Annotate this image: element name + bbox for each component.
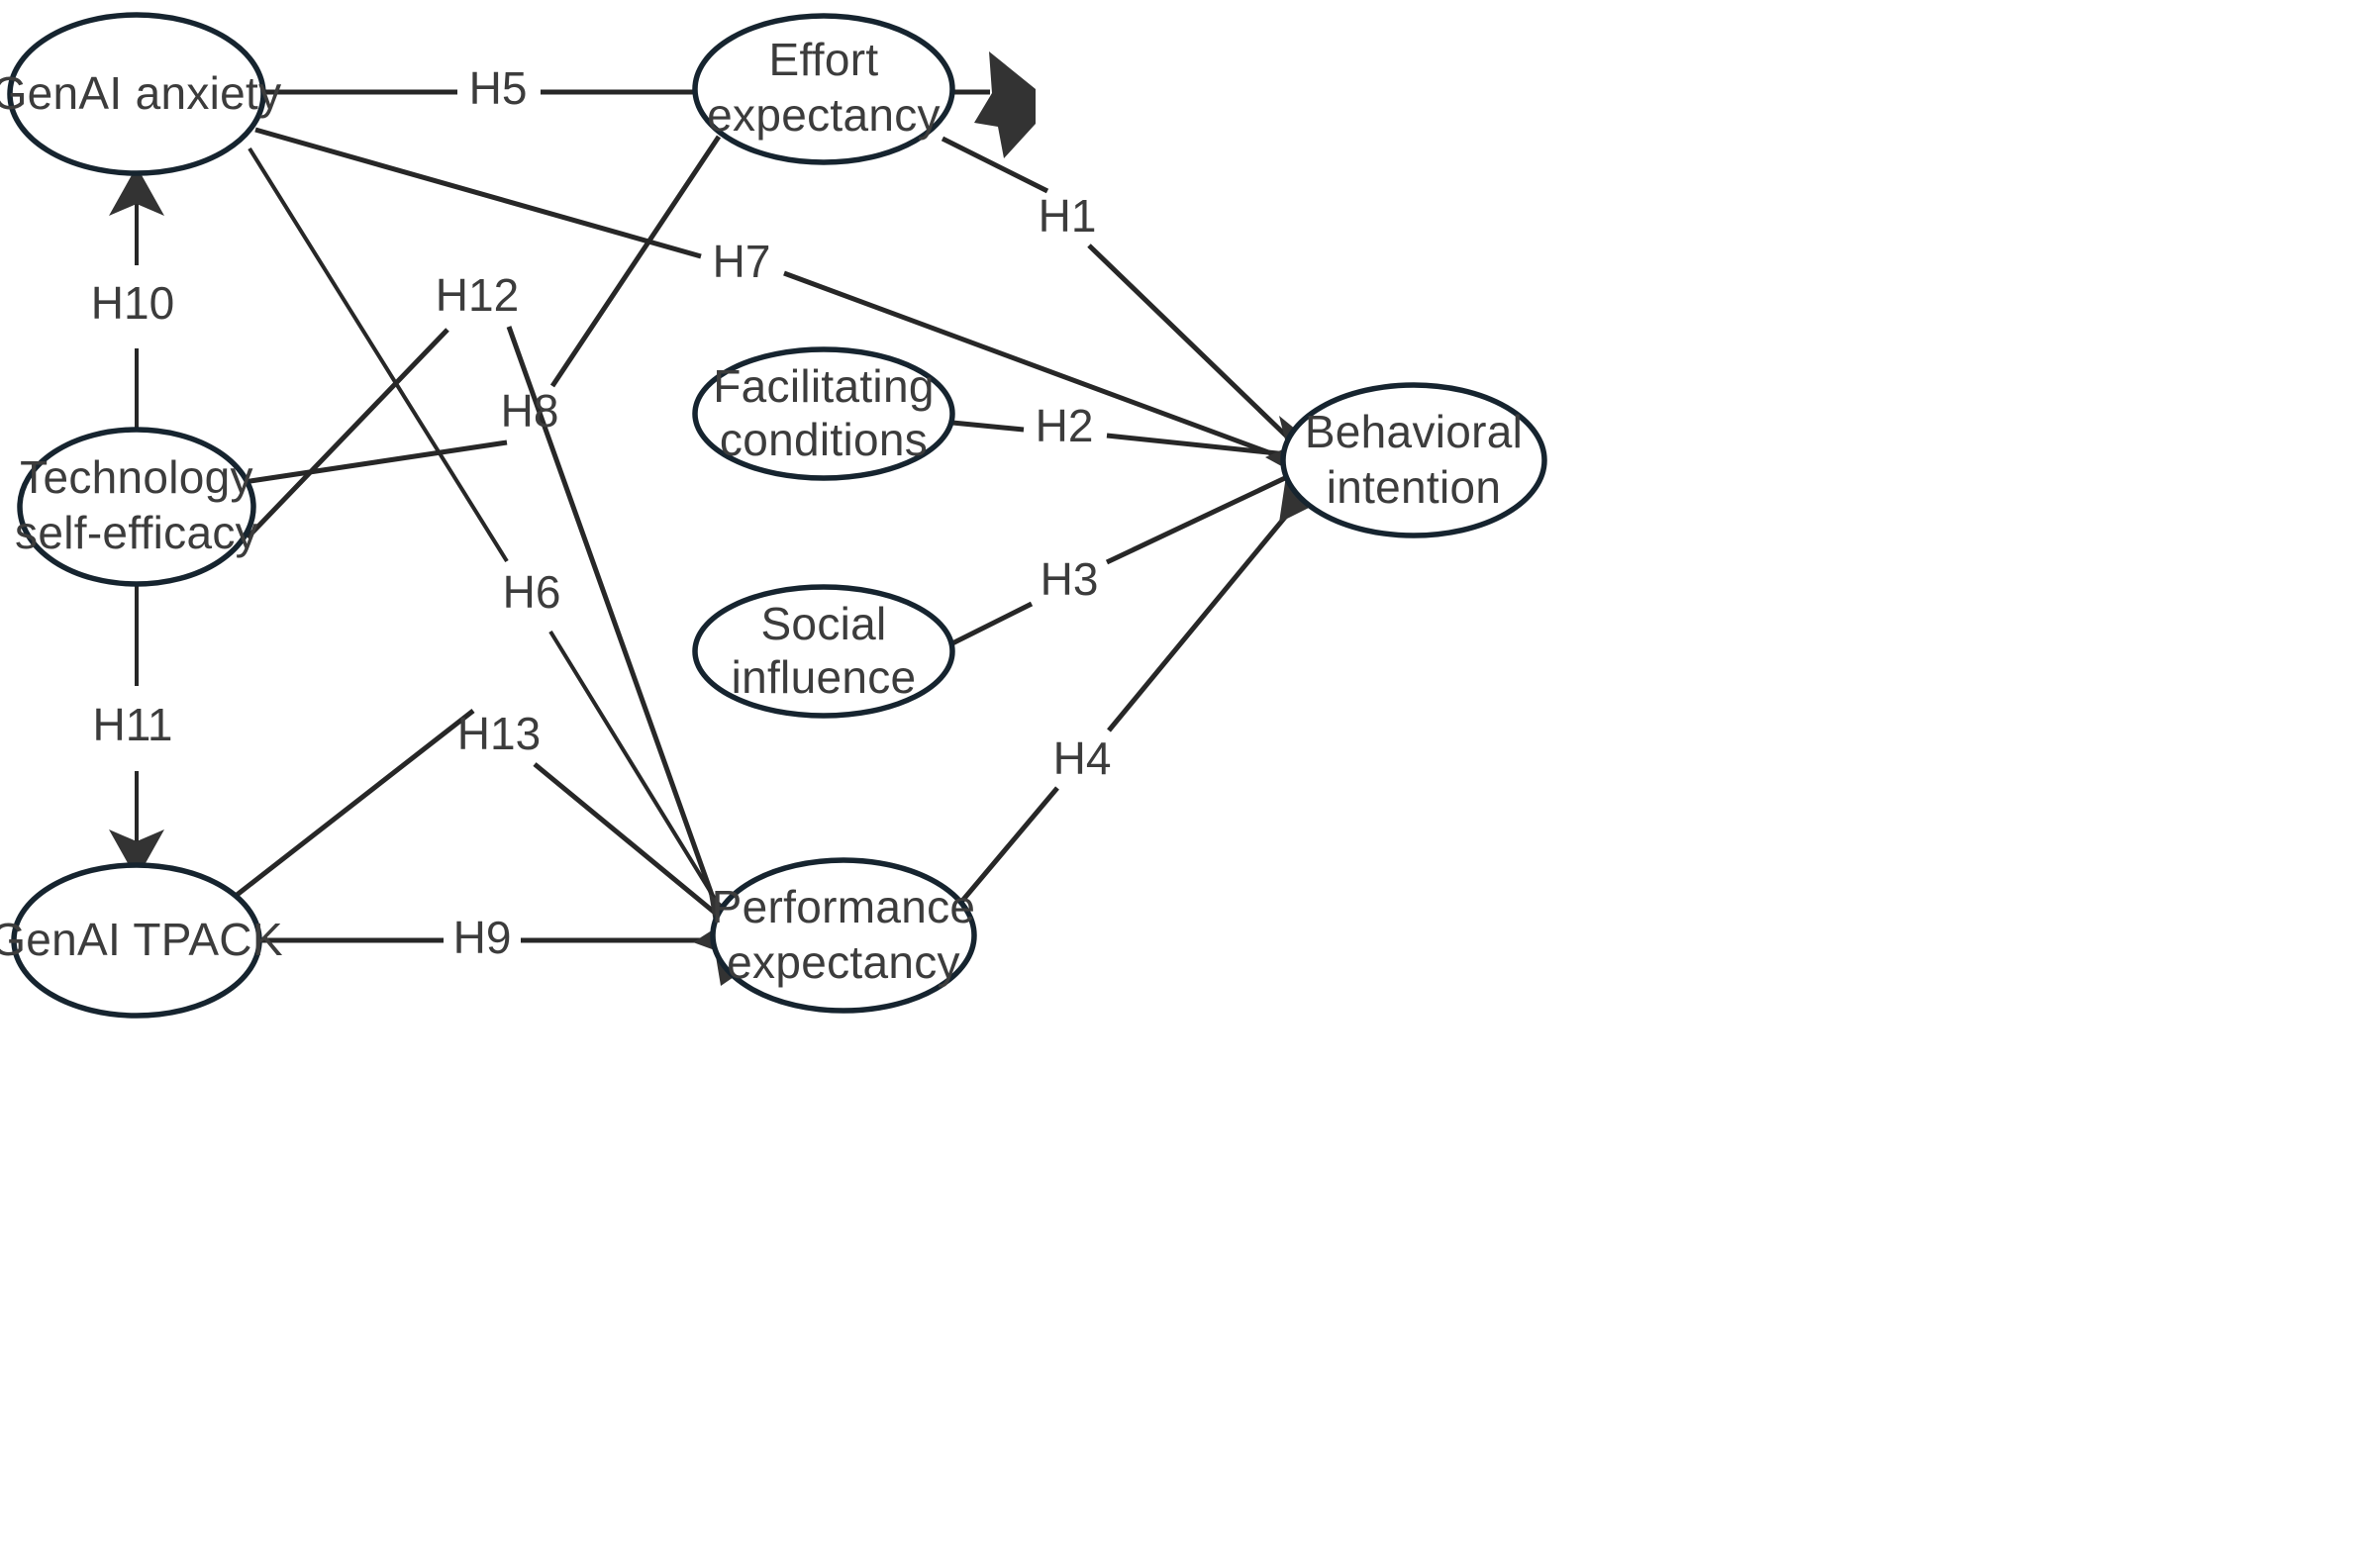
hypothesis-label-h13: H13 — [457, 708, 541, 759]
hypothesis-label-h5: H5 — [469, 62, 528, 114]
hypothesis-label-h7: H7 — [713, 236, 771, 287]
edge-h12-upper-segment — [246, 328, 449, 539]
node-layer: GenAI anxiety Effort expectancy Technolo… — [0, 12, 1547, 1019]
edge-h13-upper-segment — [533, 762, 717, 915]
edge-h6-lower-segment — [548, 630, 717, 901]
edge-h8-upper-segment — [549, 135, 722, 388]
node-effort-expectancy[interactable]: Effort expectancy — [692, 13, 955, 165]
node-performance-expectancy-label-line2: expectancy — [727, 936, 960, 988]
node-effort-expectancy-ellipse — [692, 13, 955, 165]
node-social-influence-label-line1: Social — [760, 598, 886, 649]
hypothesis-label-h1: H1 — [1039, 190, 1097, 242]
node-facilitating-conditions[interactable]: Facilitating conditions — [692, 346, 955, 481]
node-genai-tpack-label-line1: GenAI TPACK — [0, 914, 283, 965]
hypothesis-label-h11: H11 — [93, 699, 173, 750]
node-facilitating-conditions-label-line1: Facilitating — [713, 360, 934, 412]
edge-h12-lower-segment — [506, 326, 720, 910]
node-performance-expectancy-ellipse — [710, 857, 977, 1014]
edge-h6-upper-segment — [248, 146, 509, 563]
hypothesis-label-h10: H10 — [91, 277, 174, 329]
edge-h3-lower-segment — [946, 601, 1034, 648]
edge-layer — [135, 89, 1291, 943]
hypothesis-label-h8: H8 — [501, 385, 559, 437]
node-behavioral-intention-label-line1: Behavioral — [1305, 406, 1523, 457]
node-technology-self-efficacy-label-line2: self-efficacy — [15, 507, 258, 558]
node-facilitating-conditions-label-line2: conditions — [720, 414, 928, 465]
node-genai-anxiety-label-line1: GenAI anxiety — [0, 67, 281, 119]
node-effort-expectancy-label-line1: Effort — [769, 34, 879, 85]
edge-h2-right-segment — [1106, 433, 1288, 457]
hypothesis-label-h12: H12 — [436, 269, 519, 321]
node-genai-anxiety-ellipse — [7, 12, 266, 176]
hypothesis-label-layer: H1 H2 H3 H4 H5 H6 H7 H8 H9 H10 H11 H12 H… — [91, 62, 1112, 963]
hypothesis-label-h2: H2 — [1036, 400, 1094, 451]
node-performance-expectancy-label-line1: Performance — [712, 881, 976, 932]
node-technology-self-efficacy-ellipse — [17, 427, 256, 587]
arrowhead-layer — [109, 51, 1335, 986]
arrowhead-genai-tpack — [109, 829, 164, 879]
node-technology-self-efficacy-label-line1: Technology — [20, 451, 253, 503]
arrowhead-effort-expectancy — [974, 51, 1036, 158]
node-social-influence-label-line2: influence — [732, 651, 917, 703]
edge-h1-lower-segment — [1087, 244, 1291, 440]
edge-h2-left-segment — [951, 420, 1025, 433]
node-genai-anxiety[interactable]: GenAI anxiety — [0, 12, 281, 176]
node-genai-tpack[interactable]: GenAI TPACK — [0, 862, 283, 1019]
arrowhead-genai-anxiety — [109, 166, 164, 216]
node-behavioral-intention-label-line2: intention — [1327, 461, 1502, 513]
hypothesis-label-h9: H9 — [453, 912, 512, 963]
node-behavioral-intention-ellipse — [1280, 382, 1547, 538]
edge-h4-lower-segment — [960, 786, 1059, 903]
node-performance-expectancy[interactable]: Performance expectancy — [710, 857, 977, 1014]
edge-h1-upper-segment — [941, 136, 1049, 194]
hypothesis-label-h4: H4 — [1053, 732, 1112, 784]
edge-h3-upper-segment — [1105, 474, 1289, 565]
edge-h8-lower-segment — [243, 439, 508, 485]
node-facilitating-conditions-ellipse — [692, 346, 955, 481]
node-technology-self-efficacy[interactable]: Technology self-efficacy — [15, 427, 258, 587]
edge-h7-right-segment — [783, 270, 1280, 459]
node-genai-tpack-ellipse — [11, 862, 262, 1019]
hypothesis-label-h3: H3 — [1041, 553, 1099, 605]
edge-h13-lower-segment — [234, 709, 475, 898]
node-social-influence[interactable]: Social influence — [692, 584, 955, 719]
node-effort-expectancy-label-line2: expectancy — [707, 89, 941, 141]
node-social-influence-ellipse — [692, 584, 955, 719]
edge-h7-left-segment — [254, 127, 702, 259]
edge-h4-upper-segment — [1107, 513, 1289, 732]
hypothesis-label-h6: H6 — [503, 566, 561, 618]
node-behavioral-intention[interactable]: Behavioral intention — [1280, 382, 1547, 538]
